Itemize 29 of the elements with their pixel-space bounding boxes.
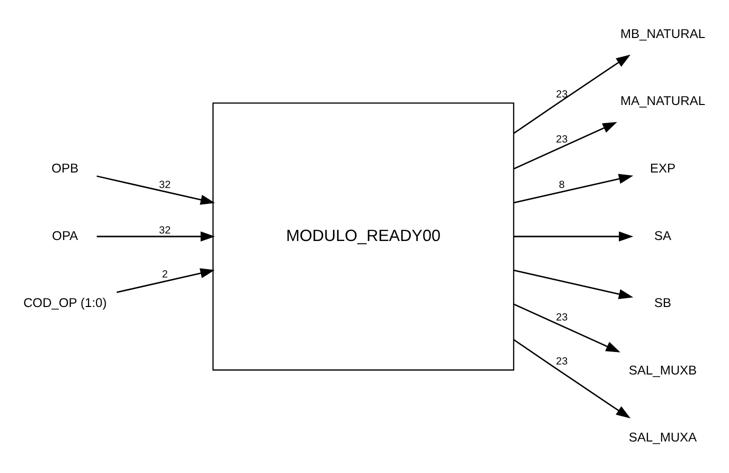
arrow	[514, 122, 618, 170]
arrow	[116, 268, 215, 294]
arrow	[513, 339, 631, 418]
edge-label: 32	[159, 225, 171, 236]
edge-label: 23	[556, 134, 568, 146]
node-text: MA_NATURAL	[620, 93, 706, 108]
node-text: OPA	[52, 228, 78, 243]
edge-label: 23	[556, 356, 568, 368]
node-text: OPB	[52, 160, 79, 176]
arrow	[514, 304, 620, 352]
edge-label: 32	[159, 180, 171, 191]
node-text: COD_OP (1:0)	[23, 295, 107, 310]
arrow	[514, 231, 634, 242]
node-text: MB_NATURAL	[620, 26, 706, 41]
arrow	[96, 231, 216, 242]
edge-label: 8	[558, 180, 565, 191]
arrow	[514, 270, 634, 300]
node-text: SA	[654, 228, 672, 243]
arrow	[96, 175, 215, 205]
node-text: SB	[654, 295, 672, 310]
edge-label: 23	[556, 312, 568, 324]
edge-label: 23	[556, 89, 568, 100]
arrow	[513, 54, 631, 134]
node-text: EXP	[650, 160, 676, 176]
node-text: SAL_MUXB	[628, 362, 697, 378]
edge-label: 2	[162, 269, 168, 280]
node-text: SAL_MUXA	[628, 430, 697, 445]
node-box: MODULO_READY00	[212, 102, 514, 371]
arrow	[514, 174, 634, 204]
